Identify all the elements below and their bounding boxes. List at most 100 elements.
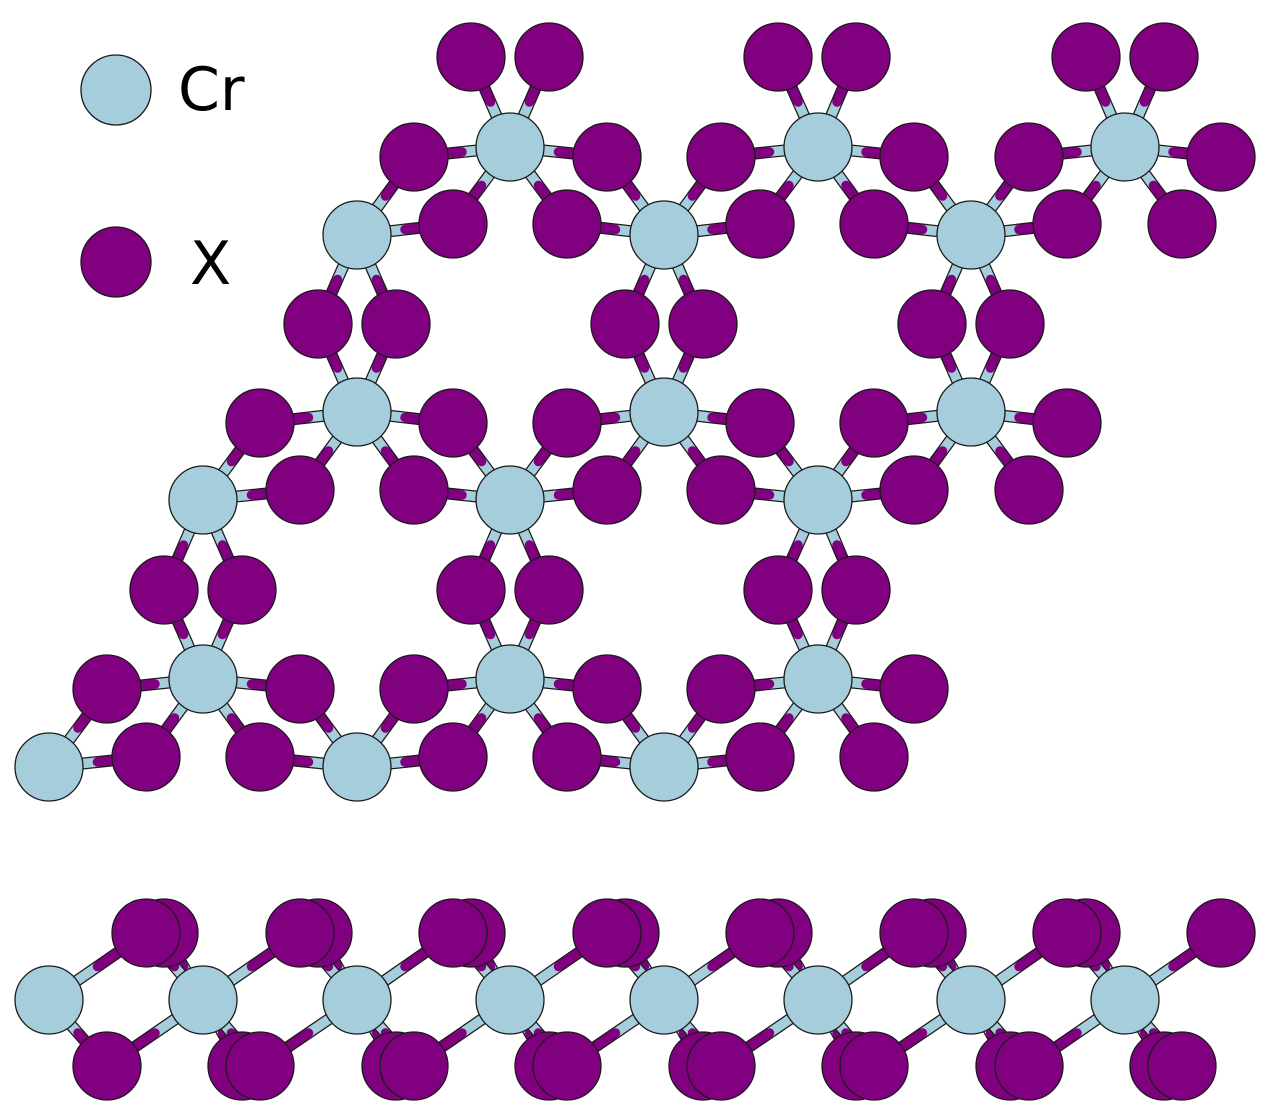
x-atom (436, 555, 506, 625)
x-atom (686, 455, 756, 525)
cr-atom (936, 965, 1006, 1035)
x-atom (532, 1031, 602, 1101)
cr-atom (936, 200, 1006, 270)
x-atom (572, 654, 642, 724)
x-atom (418, 388, 488, 458)
x-atom (1032, 898, 1102, 968)
x-atom (686, 654, 756, 724)
x-atom (361, 289, 431, 359)
x-atom (839, 388, 909, 458)
x-atom (897, 289, 967, 359)
cr-atom (475, 112, 545, 182)
atoms-layer (14, 22, 1256, 1101)
x-atom (225, 722, 295, 792)
x-atom (1032, 388, 1102, 458)
cr-atom (475, 965, 545, 1035)
x-atom (111, 898, 181, 968)
cr-atom (783, 965, 853, 1035)
x-atom (207, 555, 277, 625)
legend (80, 54, 152, 298)
x-atom (994, 122, 1064, 192)
x-atom (879, 654, 949, 724)
x-atom (418, 722, 488, 792)
cr-atom (168, 965, 238, 1035)
legend-x-swatch (80, 226, 152, 298)
x-atom (532, 388, 602, 458)
x-atom (1147, 189, 1217, 259)
x-atom (572, 122, 642, 192)
cr-atom (629, 965, 699, 1035)
x-atom (725, 722, 795, 792)
x-atom (668, 289, 738, 359)
x-atom (725, 388, 795, 458)
x-atom (1186, 898, 1256, 968)
legend-label-cr: Cr (178, 55, 245, 125)
x-atom (994, 455, 1064, 525)
x-atom (514, 22, 584, 92)
x-atom (436, 22, 506, 92)
cr-atom (783, 465, 853, 535)
x-atom (418, 898, 488, 968)
cr-atom (783, 644, 853, 714)
x-atom (821, 22, 891, 92)
cr-atom (322, 965, 392, 1035)
x-atom (572, 898, 642, 968)
cr-atom (168, 465, 238, 535)
x-atom (129, 555, 199, 625)
x-atom (532, 189, 602, 259)
x-atom (686, 122, 756, 192)
cr-atom (475, 644, 545, 714)
x-atom (725, 898, 795, 968)
x-atom (725, 189, 795, 259)
cr-atom (14, 732, 84, 802)
x-atom (225, 388, 295, 458)
x-atom (1129, 22, 1199, 92)
x-atom (839, 1031, 909, 1101)
x-atom (514, 555, 584, 625)
cr-atom (1090, 112, 1160, 182)
cr-atom (322, 200, 392, 270)
x-atom (1032, 189, 1102, 259)
x-atom (821, 555, 891, 625)
x-atom (1186, 122, 1256, 192)
x-atom (879, 122, 949, 192)
cr-atom (629, 732, 699, 802)
legend-cr-swatch (80, 54, 152, 126)
x-atom (743, 555, 813, 625)
x-atom (111, 722, 181, 792)
cr-atom (629, 200, 699, 270)
x-atom (265, 654, 335, 724)
cr-atom (936, 377, 1006, 447)
cr-atom (475, 465, 545, 535)
x-atom (994, 1031, 1064, 1101)
cr-atom (322, 732, 392, 802)
cr-atom (629, 377, 699, 447)
x-atom (265, 455, 335, 525)
x-atom (379, 455, 449, 525)
x-atom (879, 455, 949, 525)
x-atom (975, 289, 1045, 359)
legend-label-x: X (190, 229, 232, 299)
cr-atom (783, 112, 853, 182)
x-atom (879, 898, 949, 968)
x-atom (225, 1031, 295, 1101)
x-atom (379, 122, 449, 192)
x-atom (1147, 1031, 1217, 1101)
cr-atom (322, 377, 392, 447)
x-atom (1051, 22, 1121, 92)
x-atom (379, 654, 449, 724)
x-atom (72, 1031, 142, 1101)
x-atom (418, 189, 488, 259)
x-atom (379, 1031, 449, 1101)
cr-atom (14, 965, 84, 1035)
x-atom (283, 289, 353, 359)
x-atom (265, 898, 335, 968)
cr-atom (1090, 965, 1160, 1035)
x-atom (532, 722, 602, 792)
x-atom (590, 289, 660, 359)
x-atom (572, 455, 642, 525)
x-atom (839, 189, 909, 259)
cr-atom (168, 644, 238, 714)
x-atom (686, 1031, 756, 1101)
